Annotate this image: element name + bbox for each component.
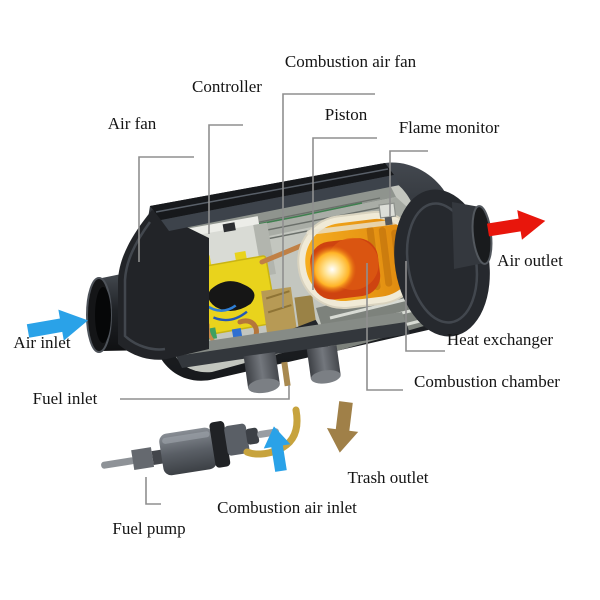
air-inlet-arrow <box>26 309 88 341</box>
label-fuel-inlet: Fuel inlet <box>32 389 98 408</box>
label-combustion-air-inlet: Combustion air inlet <box>217 498 357 517</box>
label-fuel-pump: Fuel pump <box>112 519 186 538</box>
label-air-inlet: Air inlet <box>13 333 71 352</box>
label-combustion-air-fan: Combustion air fan <box>284 52 417 71</box>
combustion-chamber-part <box>297 210 424 310</box>
trash-outlet-arrow <box>326 401 359 453</box>
heater-unit <box>86 162 493 394</box>
leader-heat-exchanger <box>405 261 445 352</box>
label-flame-monitor: Flame monitor <box>398 118 500 137</box>
label-trash-outlet: Trash outlet <box>347 468 429 487</box>
interior-cutaway <box>165 180 431 373</box>
leader-lines <box>120 93 445 505</box>
leader-piston <box>312 137 377 290</box>
flame-glow <box>308 245 357 294</box>
label-combustion-chamber: Combustion chamber <box>414 372 560 391</box>
flow-arrows <box>26 210 546 472</box>
bottom-ports <box>243 345 341 394</box>
air-outlet-arrow <box>486 210 546 240</box>
label-controller: Controller <box>192 77 262 96</box>
leader-fuel-inlet <box>120 385 290 400</box>
body-top-rim <box>150 163 394 220</box>
leader-combustion-air-fan <box>282 93 375 308</box>
air-inlet-cone <box>118 210 209 360</box>
leader-fuel-pump <box>145 477 161 505</box>
leader-combustion-chamber <box>366 263 403 391</box>
label-air-outlet: Air outlet <box>497 251 563 270</box>
combustion-air-inlet-arrow <box>263 426 291 472</box>
label-piston: Piston <box>324 105 368 124</box>
leader-flame-monitor <box>389 150 428 217</box>
flame-monitor-part <box>378 202 397 226</box>
leader-air-fan <box>138 156 194 262</box>
label-heat-exchanger: Heat exchanger <box>446 330 554 349</box>
fuel-pump-part <box>101 421 280 476</box>
leader-controller <box>208 124 243 234</box>
label-air-fan: Air fan <box>107 114 157 133</box>
